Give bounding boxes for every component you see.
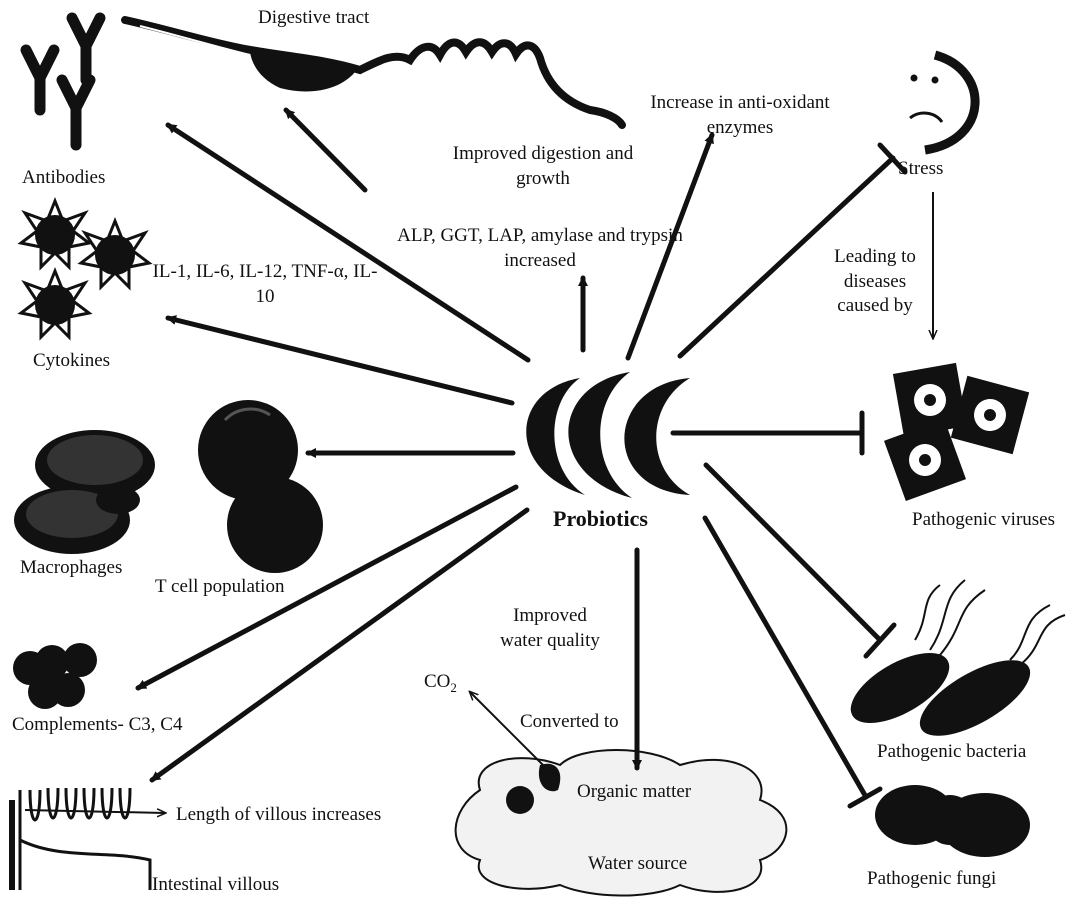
pathogenic-viruses-icon bbox=[884, 363, 1029, 501]
label-digestive-tract: Digestive tract bbox=[258, 6, 369, 31]
label-antibodies: Antibodies bbox=[22, 166, 105, 191]
label-macrophages: Macrophages bbox=[20, 556, 122, 581]
label-probiotics: Probiotics bbox=[553, 505, 648, 534]
label-antioxidant: Increase in anti-oxidant enzymes bbox=[635, 91, 845, 140]
probiotics-icon bbox=[526, 372, 690, 498]
co2-subscript: 2 bbox=[450, 680, 457, 695]
macrophages-icon bbox=[14, 430, 155, 554]
villous-length-arrow bbox=[25, 810, 165, 813]
digestive-tract-icon bbox=[125, 20, 622, 125]
label-villous-length: Length of villous increases bbox=[176, 803, 381, 828]
label-water-source: Water source bbox=[588, 852, 687, 877]
label-complements: Complements- C3, C4 bbox=[12, 713, 182, 738]
label-stress: Stress bbox=[898, 157, 943, 182]
antibodies-icon bbox=[26, 18, 100, 145]
label-leading-to: Leading to diseases caused by bbox=[820, 245, 930, 319]
arrow-to-cytokines bbox=[168, 318, 512, 403]
label-pathogenic-viruses: Pathogenic viruses bbox=[912, 508, 1055, 533]
label-pathogenic-bacteria: Pathogenic bacteria bbox=[877, 740, 1026, 765]
label-cytokines: Cytokines bbox=[33, 349, 110, 374]
label-pathogenic-fungi: Pathogenic fungi bbox=[867, 867, 996, 892]
label-organic-matter: Organic matter bbox=[577, 780, 691, 805]
label-water-quality: Improved water quality bbox=[490, 604, 610, 653]
intestinal-villous-icon bbox=[12, 788, 150, 890]
pathogenic-bacteria-icon bbox=[840, 580, 1065, 751]
label-enzymes: ALP, GGT, LAP, amylase and trypsin incre… bbox=[390, 224, 690, 273]
label-co2: CO2 bbox=[424, 670, 457, 697]
label-t-cell: T cell population bbox=[155, 575, 284, 600]
label-interleukins: IL-1, IL-6, IL-12, TNF-α, IL-10 bbox=[150, 260, 380, 309]
inhibit-fungi bbox=[705, 518, 866, 797]
cytokines-icon bbox=[21, 201, 149, 337]
t-cell-icon bbox=[198, 400, 323, 573]
label-intestinal-villous: Intestinal villous bbox=[152, 873, 279, 898]
label-improved-digestion: Improved digestion and growth bbox=[428, 142, 658, 191]
pathogenic-fungi-icon bbox=[875, 785, 1030, 857]
stress-face-icon bbox=[910, 55, 975, 150]
complements-icon bbox=[13, 643, 97, 709]
arrow-to-villous bbox=[152, 510, 527, 780]
co2-text: CO bbox=[424, 671, 450, 692]
label-converted-to: Converted to bbox=[520, 710, 619, 735]
inhibit-bacteria bbox=[706, 465, 880, 640]
arrow-to-digestive-tract bbox=[286, 110, 365, 190]
